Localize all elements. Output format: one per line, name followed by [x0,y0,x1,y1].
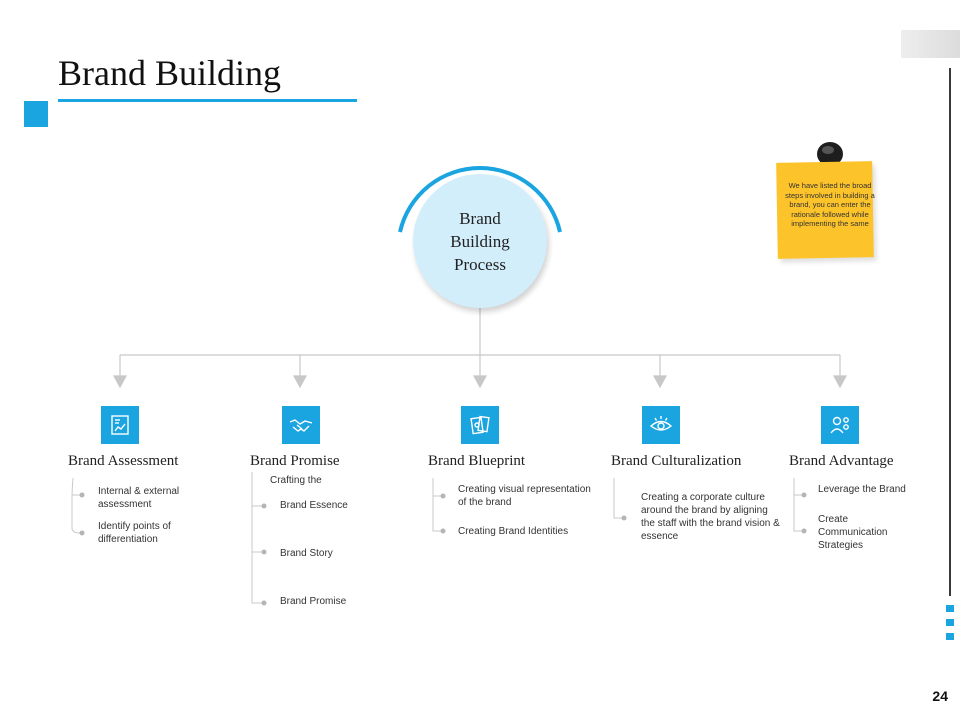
stage-subheading: Crafting the [270,475,322,486]
page-title: Brand Building [58,53,281,93]
list-item: Create Communication Strategies [818,514,888,551]
list-item: Internal & external assessment [98,486,180,510]
person-gears-icon [821,406,859,444]
eye-icon [642,406,680,444]
sticky-note-text: We have listed the broad steps involved … [785,181,875,228]
list-item: Leverage the Brand [818,484,906,495]
corner-bar [901,30,960,58]
accent-square [24,101,48,127]
list-item: Creating Brand Identities [458,526,569,537]
report-chart-icon [101,406,139,444]
list-item: Brand Promise [280,596,347,607]
center-label-line: Brand [459,208,501,228]
stage-title: Brand Blueprint [428,453,526,469]
item-brackets [71,472,802,604]
center-label: Brand Building Process [430,207,530,276]
branch-arrows [112,355,848,389]
list-item: Brand Story [280,548,333,559]
list-item: Identify points of differentiation [98,521,171,545]
list-item: Brand Essence [280,500,348,511]
title-underline [58,99,357,102]
center-label-line: Process [454,254,506,274]
blueprint-cards-icon [461,406,499,444]
center-label-line: Building [450,231,510,251]
handshake-icon [282,406,320,444]
list-item: Creating a corporate culture around the … [641,492,780,542]
blue-arc [398,166,562,233]
right-vertical-line [949,68,951,596]
page-number: 24 [932,688,948,704]
dot-marker [946,619,954,626]
stage-title: Brand Promise [250,453,340,469]
list-item: Creating visual representation of the br… [458,484,591,508]
stage-title: Brand Culturalization [611,453,742,469]
center-process-circle: Brand Building Process [413,174,547,308]
item-dots [79,492,807,606]
dot-marker [946,633,954,640]
stage-title: Brand Advantage [789,453,894,469]
dot-marker [946,605,954,612]
stage-title: Brand Assessment [68,453,179,469]
